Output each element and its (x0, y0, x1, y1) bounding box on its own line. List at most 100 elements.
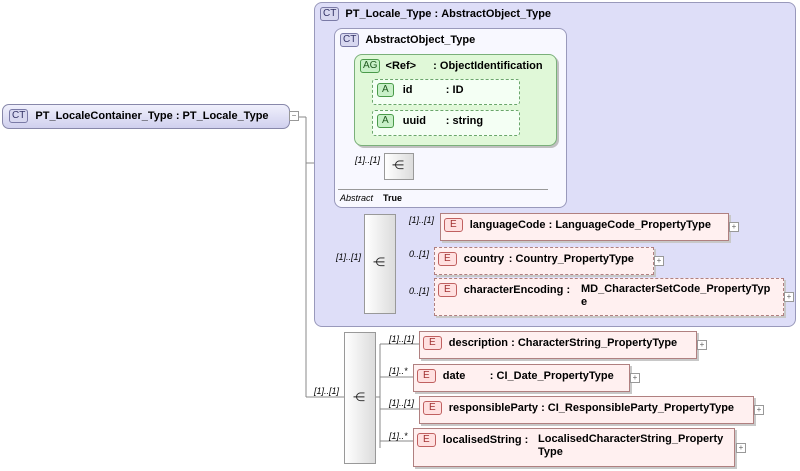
element-type-continuation: e (581, 296, 588, 308)
root-type-name: PT_LocaleContainer_Type (35, 109, 173, 122)
element-badge: E (417, 433, 436, 447)
element-type: LanguageCode_PropertyType (555, 218, 711, 231)
plus-icon[interactable]: + (654, 256, 664, 266)
complex-type-badge: CT (9, 109, 29, 123)
attribute-group-type: ObjectIdentification (439, 59, 543, 72)
element-type: CI_Date_PropertyType (496, 369, 614, 382)
type-separator: : (524, 433, 529, 446)
element-type: MD_CharacterSetCode_PropertyTyp (581, 283, 771, 295)
plus-icon[interactable]: + (736, 443, 746, 453)
element-character-encoding[interactable] (434, 278, 784, 316)
locale-base-type: AbstractObject_Type (441, 7, 552, 20)
type-separator: : (489, 369, 494, 382)
locale-sequence-multiplicity: [1]..[1] (336, 252, 362, 262)
type-separator: : (541, 401, 545, 414)
type-separator: : (433, 59, 437, 72)
minus-icon[interactable]: − (289, 111, 299, 121)
element-language-code-label: E languageCode : LanguageCode_PropertyTy… (444, 218, 711, 232)
element-name: languageCode (469, 218, 546, 231)
complex-type-badge: CT (320, 7, 340, 21)
root-base-type: PT_Locale_Type (182, 109, 269, 122)
element-character-encoding-label: E characterEncoding : (438, 283, 570, 297)
attribute-id-label: A id : ID (377, 83, 464, 97)
abstract-divider (338, 189, 548, 190)
container-sequence-multiplicity: [1]..[1] (314, 386, 340, 396)
element-localised-string-label: E localisedString : (417, 433, 528, 447)
element-badge: E (444, 218, 463, 232)
type-separator: : (445, 114, 450, 127)
plus-icon[interactable]: + (784, 292, 794, 302)
element-multiplicity: [1]..* (389, 366, 408, 376)
element-country-label: E country : Country_PropertyType (438, 252, 634, 266)
element-date-label: E date : CI_Date_PropertyType (417, 369, 614, 383)
plus-icon[interactable]: + (729, 222, 739, 232)
element-badge: E (423, 401, 442, 415)
element-multiplicity: [1]..[1] (409, 215, 435, 225)
element-name: localisedString (442, 433, 522, 446)
element-responsible-party[interactable] (419, 396, 754, 424)
sequence-icon: ⋲ (353, 390, 365, 404)
attribute-group-header[interactable]: AG <Ref> : ObjectIdentification (360, 59, 543, 73)
element-name: characterEncoding (463, 283, 564, 296)
sequence-icon: ⋲ (373, 255, 385, 269)
element-type: CharacterString_PropertyType (517, 336, 678, 349)
inner-sequence-multiplicity: [1]..[1] (355, 155, 381, 165)
locale-type-name: PT_Locale_Type (345, 7, 432, 20)
element-badge: E (417, 369, 436, 383)
type-separator: : (434, 7, 439, 20)
element-multiplicity: 0..[1] (409, 249, 430, 259)
attribute-id[interactable] (372, 79, 520, 105)
attribute-group-badge: AG (360, 59, 381, 73)
element-name: responsibleParty (448, 401, 538, 414)
plus-icon[interactable]: + (630, 373, 640, 383)
locale-sequence[interactable]: ⋲ (364, 214, 396, 314)
element-type: Country_PropertyType (515, 252, 634, 265)
type-separator: : (445, 83, 450, 96)
attribute-badge: A (377, 114, 394, 128)
element-multiplicity: [1]..[1] (389, 398, 415, 408)
abstract-value: True (383, 193, 403, 203)
complex-type-badge: CT (340, 33, 360, 47)
attribute-badge: A (377, 83, 394, 97)
sequence-icon: ⋲ (392, 158, 404, 172)
element-badge: E (438, 283, 457, 297)
attribute-name: id (402, 83, 413, 96)
locale-type-header[interactable]: CT PT_Locale_Type : AbstractObject_Type (320, 7, 551, 21)
plus-icon[interactable]: + (697, 340, 707, 350)
element-type: CI_ResponsibleParty_PropertyType (547, 401, 735, 414)
type-separator: : (548, 218, 553, 231)
element-language-code[interactable] (440, 213, 729, 241)
element-name: date (442, 369, 466, 382)
root-complex-type[interactable]: CT PT_LocaleContainer_Type : PT_Locale_T… (2, 104, 290, 129)
attribute-group-ref: <Ref> (385, 59, 417, 72)
element-multiplicity: 0..[1] (409, 286, 430, 296)
element-multiplicity: [1]..[1] (389, 334, 415, 344)
element-country[interactable] (434, 247, 654, 275)
abstract-label: Abstract (340, 193, 374, 203)
element-date[interactable] (413, 364, 630, 392)
element-localised-string[interactable] (413, 428, 735, 467)
element-type: LocalisedCharacterString_Property (538, 433, 724, 445)
abstract-object-type-header[interactable]: CT AbstractObject_Type (340, 33, 475, 47)
inner-sequence[interactable]: ⋲ (384, 153, 414, 180)
element-multiplicity: [1]..* (389, 431, 408, 441)
type-separator: : (566, 283, 571, 296)
container-sequence[interactable]: ⋲ (344, 332, 376, 464)
element-badge: E (423, 336, 442, 350)
abstract-object-type-name: AbstractObject_Type (365, 33, 476, 46)
type-separator: : (508, 252, 513, 265)
type-separator: : (511, 336, 515, 349)
attribute-type: ID (452, 83, 464, 96)
plus-icon[interactable]: + (754, 405, 764, 415)
attribute-uuid-label: A uuid : string (377, 114, 483, 128)
attribute-type: string (452, 114, 484, 127)
element-type-continuation: Type (538, 446, 563, 458)
element-responsible-party-label: E responsibleParty : CI_ResponsibleParty… (423, 401, 734, 415)
element-name: country (463, 252, 505, 265)
element-name: description (448, 336, 509, 349)
attribute-uuid[interactable] (372, 110, 520, 136)
element-description[interactable] (419, 331, 697, 359)
element-badge: E (438, 252, 457, 266)
element-description-label: E description : CharacterString_Property… (423, 336, 677, 350)
type-separator: : (175, 109, 180, 122)
